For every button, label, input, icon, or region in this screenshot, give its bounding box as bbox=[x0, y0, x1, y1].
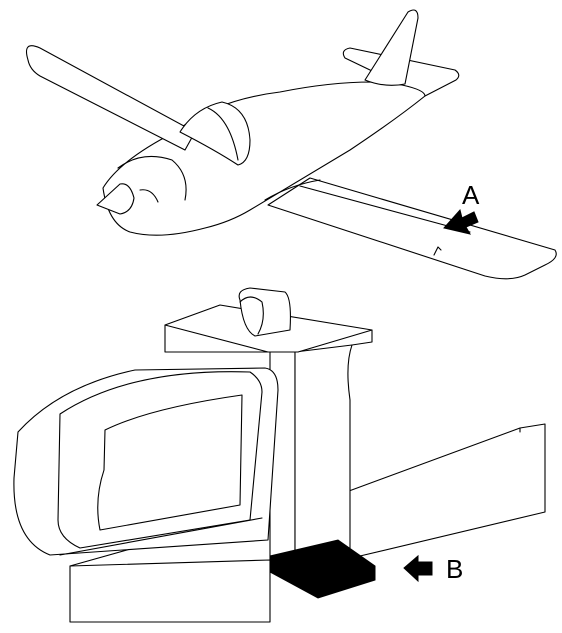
canopy-frame bbox=[207, 107, 239, 161]
left-wing bbox=[25, 45, 196, 151]
cradle-pad bbox=[57, 371, 263, 549]
top-knob bbox=[238, 287, 291, 337]
wing-hinge-line bbox=[299, 185, 471, 233]
canopy bbox=[179, 101, 251, 166]
marker-b: B bbox=[403, 554, 463, 584]
arrow-b-icon bbox=[403, 554, 433, 583]
rubber-pad bbox=[269, 539, 376, 599]
top-knob-face bbox=[239, 296, 264, 335]
cradle-inner bbox=[97, 394, 243, 531]
column-side bbox=[294, 344, 353, 561]
airplane-illustration bbox=[25, 9, 557, 280]
marker-a: A bbox=[443, 180, 480, 235]
cradle-seam bbox=[59, 517, 263, 556]
base-plate bbox=[69, 559, 271, 623]
wing-root bbox=[264, 179, 321, 201]
label-a: A bbox=[462, 180, 480, 210]
vertical-tail bbox=[364, 9, 419, 86]
wing-antenna bbox=[433, 246, 442, 256]
support-beam bbox=[329, 423, 546, 557]
engine-cowling bbox=[117, 155, 187, 201]
label-b: B bbox=[446, 554, 463, 584]
cowling-line bbox=[139, 189, 159, 203]
column-top-right bbox=[351, 329, 373, 346]
arrow-a-icon bbox=[443, 208, 479, 235]
mount-illustration bbox=[13, 287, 546, 623]
right-wing bbox=[267, 177, 557, 280]
propeller-spinner bbox=[96, 183, 135, 215]
column-top-front bbox=[164, 324, 271, 353]
